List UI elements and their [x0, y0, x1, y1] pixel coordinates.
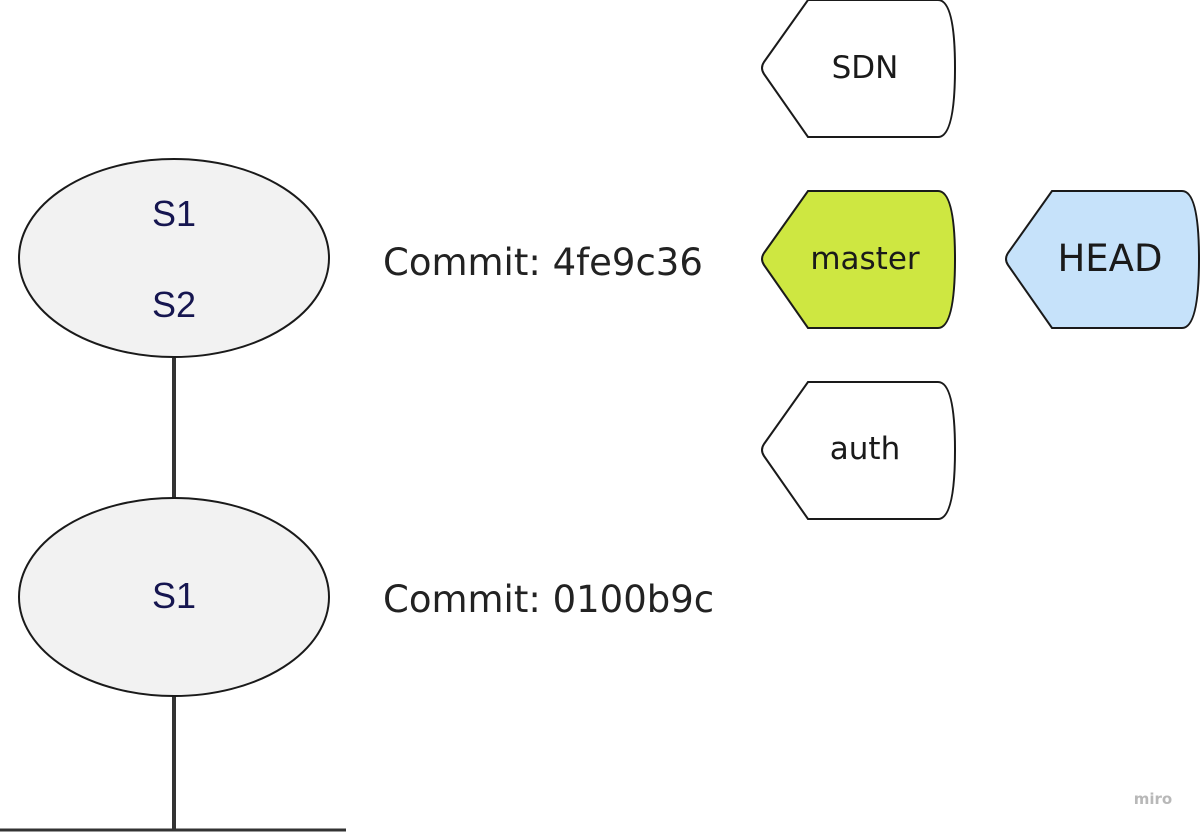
commit-node-1[interactable]: S1 S2: [18, 158, 330, 358]
miro-watermark: miro: [1134, 790, 1172, 808]
commit-1-label: Commit: 4fe9c36: [383, 241, 703, 284]
head-tag-label: HEAD: [1057, 237, 1162, 280]
branch-tag-auth-label: auth: [830, 431, 900, 467]
branch-tag-master[interactable]: master: [761, 190, 957, 329]
branch-tag-sdn-label: SDN: [832, 50, 899, 86]
branch-tag-auth[interactable]: auth: [761, 381, 957, 520]
commit-2-label: Commit: 0100b9c: [383, 578, 714, 621]
commit-2-node-line-1: S1: [152, 575, 196, 616]
branch-tag-master-label: master: [810, 241, 920, 277]
head-tag[interactable]: HEAD: [1005, 190, 1200, 329]
commit-1-node-line-1: S1: [152, 193, 196, 234]
commit-node-2[interactable]: S1: [18, 497, 330, 697]
commit-1-node-line-2: S2: [152, 284, 196, 325]
branch-tag-sdn[interactable]: SDN: [761, 0, 957, 138]
